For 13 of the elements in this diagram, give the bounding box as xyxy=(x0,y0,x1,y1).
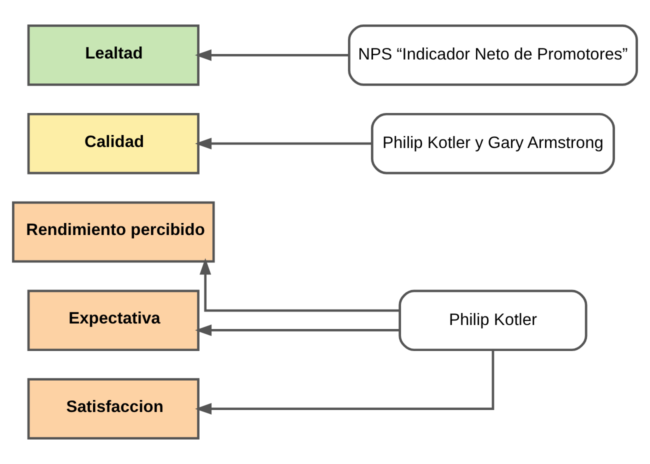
arrow xyxy=(194,49,349,61)
node-box: NPS “Indicador Neto de Promotores” xyxy=(348,24,638,86)
node-box: Philip Kotler y Gary Armstrong xyxy=(370,112,615,174)
node-box: Calidad xyxy=(27,112,200,174)
node-box: Rendimiento percibido xyxy=(12,201,215,263)
node-box: Philip Kotler xyxy=(398,290,588,352)
arrow xyxy=(195,350,494,415)
node-box: Lealtad xyxy=(27,24,200,86)
arrow xyxy=(195,324,400,336)
node-box: Satisfaccion xyxy=(27,378,200,440)
arrow xyxy=(195,138,372,150)
arrow xyxy=(200,258,400,312)
node-box: Expectativa xyxy=(27,290,200,352)
